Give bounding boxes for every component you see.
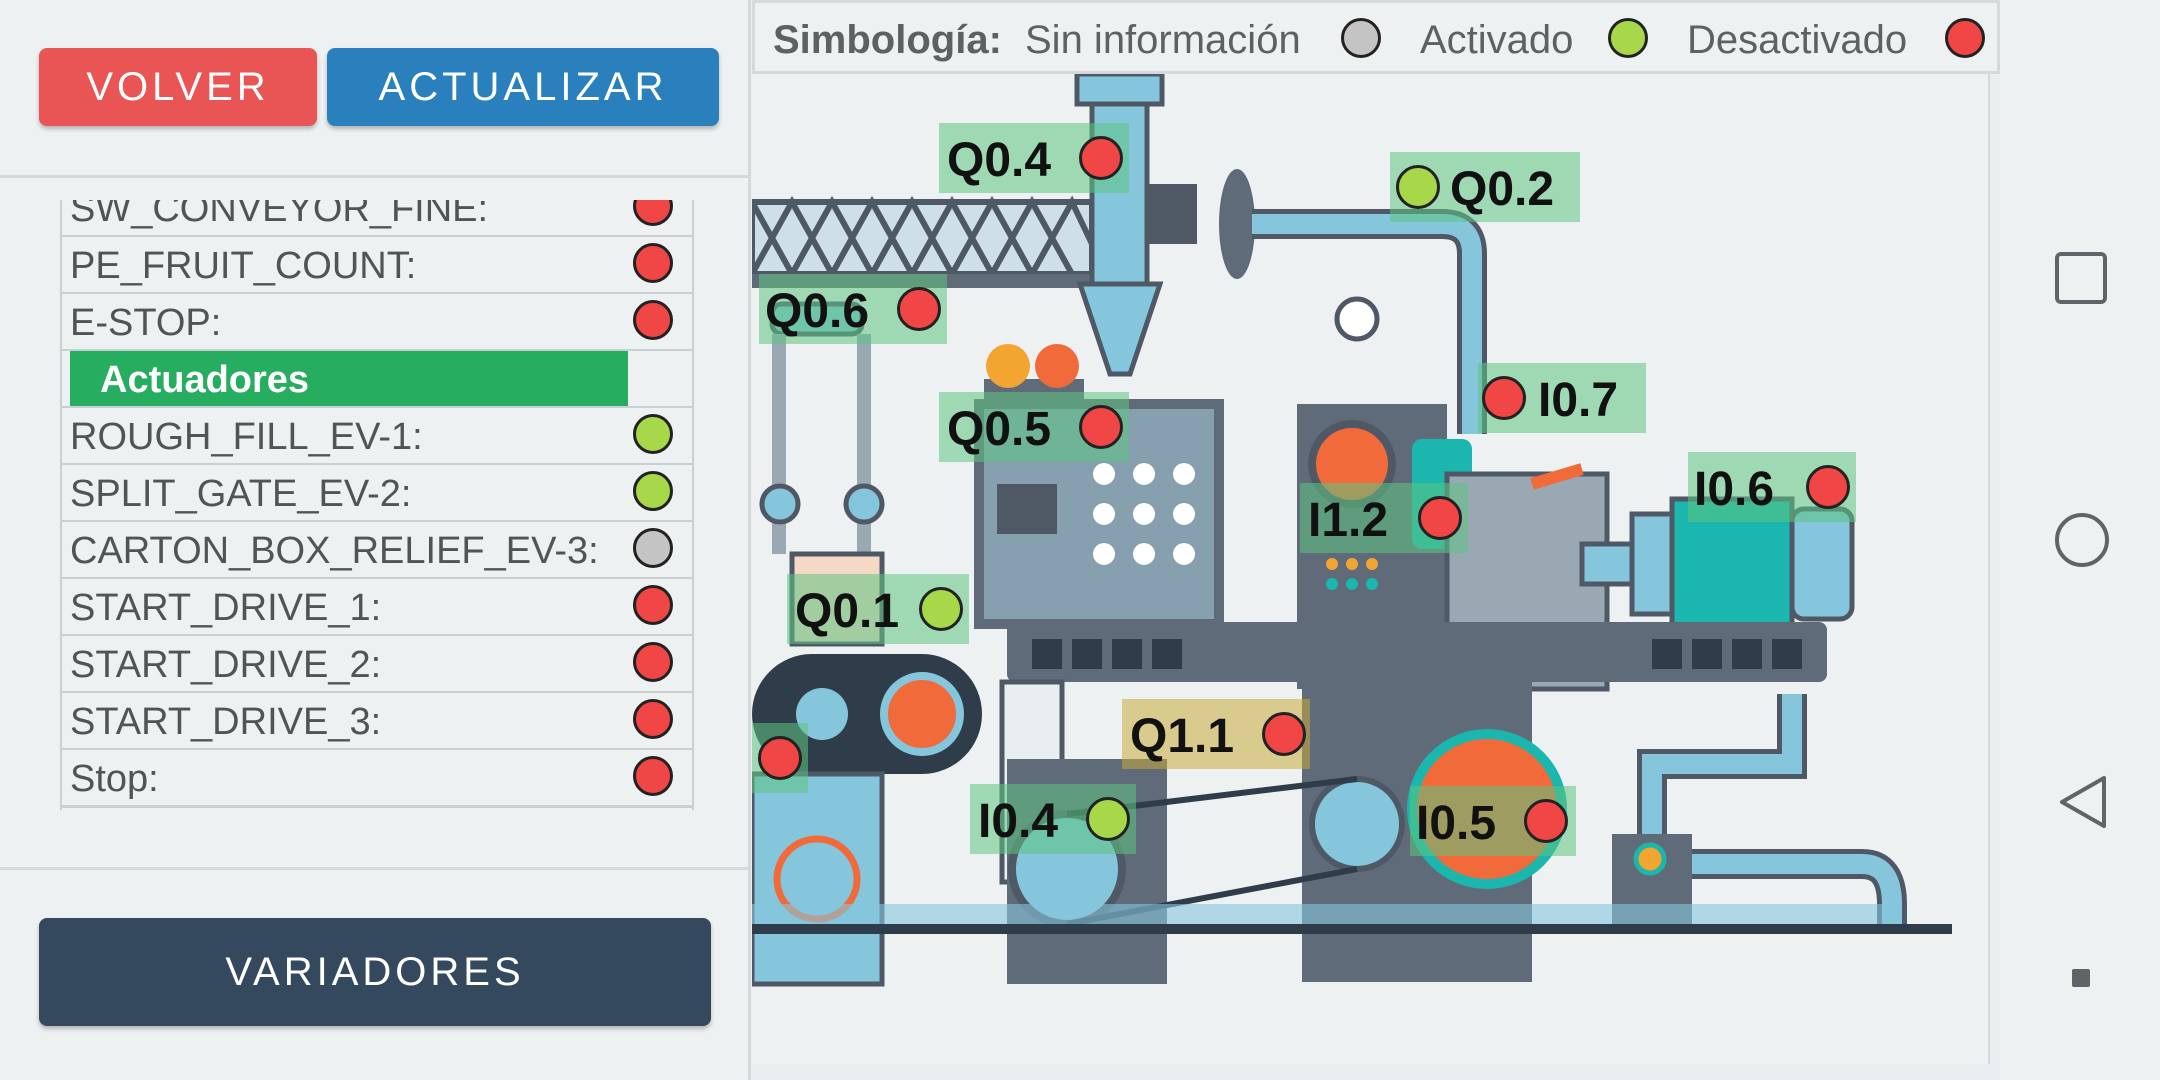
io-tag: Q0.1 [787, 574, 969, 644]
list-item-label: SW_CONVEYOR_FINE: [70, 200, 489, 230]
keyboard-hide-icon[interactable] [2072, 969, 2090, 987]
section-header: Actuadores [62, 351, 692, 409]
io-tag: I0.4 [970, 784, 1136, 854]
io-tag-label: Q1.1 [1130, 710, 1235, 763]
status-indicator [633, 642, 673, 682]
status-indicator [633, 471, 673, 511]
list-item-label: START_DRIVE_1: [70, 587, 382, 629]
top-button-bar: VOLVER ACTUALIZAR [0, 0, 748, 178]
section-header-bar: Actuadores [70, 351, 628, 406]
status-indicator [633, 585, 673, 625]
status-indicator [897, 287, 941, 331]
status-indicator [1418, 496, 1462, 540]
io-tag: I0.7 [1478, 363, 1646, 433]
io-tag-label: I0.4 [978, 795, 1059, 848]
list-item: START_DRIVE_3: [62, 693, 692, 751]
status-indicator [633, 756, 673, 796]
legend-no-info-dot [1341, 18, 1381, 58]
machine-panel: Q0.4 Q0.2 Q0.6 I0.7 Q0.5 I0.6 I1.2 Q0.1 … [752, 74, 1990, 1064]
io-tag-label: I1.2 [1308, 494, 1389, 547]
list-item: CARTON_BOX_RELIEF_EV-3: [62, 522, 692, 580]
io-tag-label: I0.7 [1538, 374, 1619, 427]
list-item: SPLIT_GATE_EV-2: [62, 465, 692, 523]
list-item-label: CARTON_BOX_RELIEF_EV-3: [70, 530, 599, 572]
left-panel: VOLVER ACTUALIZAR SW_CONVEYOR_FINE: PE_F… [0, 0, 751, 1080]
list-item-label: START_DRIVE_2: [70, 644, 382, 686]
legend-inactive-dot [1945, 18, 1985, 58]
list-item-label: Stop: [70, 758, 159, 800]
io-tag: Q0.2 [1390, 152, 1580, 222]
io-tag: I0.5 [1410, 786, 1576, 856]
io-tag-label: Q0.5 [947, 403, 1052, 456]
list-item: START_DRIVE_2: [62, 636, 692, 694]
io-tag-label: I0.6 [1694, 463, 1775, 516]
status-indicator [1079, 136, 1123, 180]
system-nav-bar [2000, 0, 2160, 1080]
section-header-label: Actuadores [100, 359, 310, 401]
list-item: SW_CONVEYOR_FINE: [62, 200, 692, 238]
status-indicator [1262, 712, 1306, 756]
io-tag: Q0.6 [759, 274, 947, 344]
list-item: Stop: [62, 750, 692, 808]
io-tag: Q1.1 [1122, 699, 1310, 769]
legend-title: Simbología: [773, 18, 1002, 62]
status-indicator [1524, 799, 1568, 843]
status-indicator [1086, 797, 1130, 841]
list-item: PE_FRUIT_COUNT: [62, 237, 692, 295]
io-tag-label: Q0.2 [1450, 163, 1555, 216]
list-item-label: E-STOP: [70, 302, 222, 344]
list-item-label: ROUGH_FILL_EV-1: [70, 416, 423, 458]
io-tag-label: I0.5 [1416, 797, 1497, 850]
list-item-label: PE_FRUIT_COUNT: [70, 245, 417, 287]
io-tag-label: Q0.4 [947, 134, 1052, 187]
legend-inactive-label: Desactivado [1687, 18, 1908, 62]
status-indicator [633, 699, 673, 739]
home-icon[interactable] [2055, 513, 2109, 567]
legend-bar: Simbología: Sin información Activado Des… [752, 0, 2000, 74]
list-item: E-STOP: [62, 294, 692, 352]
list-item-label: SPLIT_GATE_EV-2: [70, 473, 412, 515]
io-tag: Q0.5 [939, 392, 1129, 462]
industrial-machine-illustration [752, 74, 1988, 1064]
status-indicator [633, 414, 673, 454]
status-indicator [1482, 376, 1526, 420]
status-indicator [633, 200, 673, 226]
io-tag: I0.6 [1688, 452, 1856, 522]
status-indicator [633, 243, 673, 283]
io-tag-label: Q0.1 [795, 585, 900, 638]
status-indicator [919, 587, 963, 631]
status-indicator [1806, 465, 1850, 509]
io-tag [752, 723, 808, 793]
status-indicator [1079, 405, 1123, 449]
refresh-button[interactable]: ACTUALIZAR [327, 48, 719, 126]
io-tag: Q0.4 [939, 123, 1129, 193]
list-item: START_DRIVE_1: [62, 579, 692, 637]
legend-active-dot [1608, 18, 1648, 58]
drives-button[interactable]: VARIADORES [39, 918, 711, 1026]
status-indicator [633, 528, 673, 568]
divider [0, 867, 748, 870]
list-item: ROUGH_FILL_EV-1: [62, 408, 692, 466]
status-indicator [633, 300, 673, 340]
back-button[interactable]: VOLVER [39, 48, 317, 126]
io-tag-label: Q0.6 [765, 285, 870, 338]
back-icon[interactable] [2060, 776, 2106, 828]
status-indicator [1396, 165, 1440, 209]
io-tag: I1.2 [1300, 483, 1468, 553]
signal-list[interactable]: SW_CONVEYOR_FINE: PE_FRUIT_COUNT: E-STOP… [60, 200, 694, 810]
legend-active-label: Activado [1420, 18, 1574, 62]
system-nav-icons [2055, 252, 2109, 987]
recent-apps-icon[interactable] [2055, 252, 2107, 304]
list-item-label: START_DRIVE_3: [70, 701, 382, 743]
status-indicator [758, 736, 802, 780]
legend-no-info-label: Sin información [1025, 18, 1301, 62]
